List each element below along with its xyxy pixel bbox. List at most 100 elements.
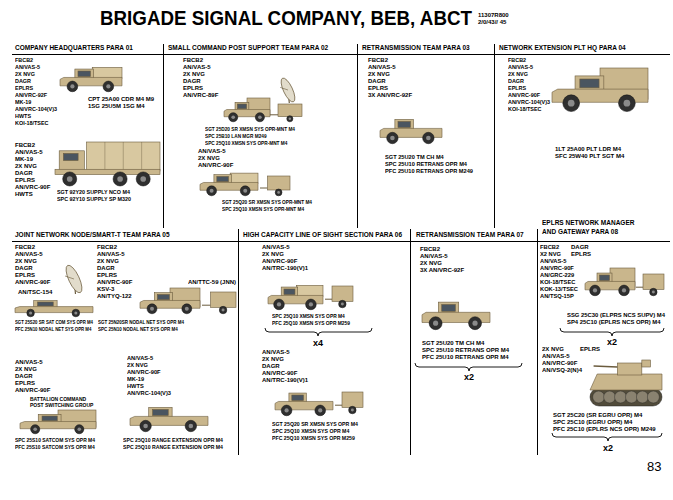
equipment-item: AN/VRC-90F [508,92,540,99]
hmmwv-vehicle [20,410,96,434]
personnel-line: SSG 25C30 (ELPRS NCS SUPV) M4 [567,312,665,319]
equipment-item: EPLRS [15,272,35,279]
equipment-item: KOK-13/TSEC [540,286,578,293]
equipment-item: AN/VRC-90F [262,258,297,265]
document-code: 11307R800 [478,12,509,19]
wheel-hub [258,115,262,119]
equipment-item: EPLRS [508,85,526,92]
tow-bar [260,188,268,189]
equipment-item: 2X NVG [15,366,37,373]
equipment-item: HWTS [127,383,144,390]
hull [590,374,662,390]
wheel [469,317,482,330]
page-title: BRIGADE SIGNAL COMPANY, BEB, ABCT [100,7,472,29]
equipment-item: AN/TRC-190(V)1 [262,377,308,384]
system-callout: BATTALION COMMAND POST SWITCHING GROUP [30,396,96,408]
personnel-line: PFC 25S10 SATCOM SYS OPR M4 [15,444,95,451]
wheel-hub [624,100,631,107]
track [590,388,662,406]
equipment-item: 2X NVG [198,155,220,162]
section-rule [537,229,538,455]
section-heading: COMPANY HEADQUARTERS PARA 01 [15,44,133,53]
tow-bar [270,114,278,115]
personnel-line: SPC 25Q10 XMSN SYS OPR M4 [272,428,349,435]
personnel-line: PFC 25Q10 XMSN SYS OPR M259 [272,320,350,327]
hmmwv-vehicle [130,407,208,431]
equipment-item: AN/VRC-104(V)3 [127,390,171,397]
equipment-item: DAGR [571,244,589,251]
equipment-item: AN/VRC-90F [127,369,161,376]
wheel-hub [351,409,354,412]
wheel [67,81,78,92]
cab-window [157,295,169,300]
personnel-line: SP4 25C10 (EPLRS NCS OPR) M4 [567,319,660,326]
personnel-line: PFC 25N10 NODAL NET SYS OPR M4 [15,326,91,333]
wheel [72,309,80,317]
wheel [240,186,250,196]
wheel [185,420,196,431]
equipment-item: AN/VAS-5 [262,349,290,356]
equipment-item: DAGR [97,265,115,272]
wheel-hub [150,307,154,311]
personnel-line: SPC 25U10 RETRANS OPR M4 [422,347,509,354]
wheel-hub [33,427,37,431]
personnel-line: SPC 25U10 RETRANS OPR M4 [385,161,467,168]
wheel-hub [289,118,291,120]
wheel [315,405,326,416]
equipment-item: 2X NVG [183,71,205,78]
trailer-box [342,392,363,407]
wheel [287,116,293,122]
personnel-line: SGT 25D20 SR XMSN SYS OPR-MNT M4 [205,126,295,133]
tow-bar [335,405,342,406]
equipment-item: AN/VAS-5 [15,149,43,156]
section-rule [163,44,164,228]
page-number: 83 [647,460,661,474]
cab-window [42,416,57,421]
equipment-item: 2X NVG [262,251,284,258]
cab-window [63,153,78,160]
wheel-hub [189,424,194,429]
equipment-item: X2 NVG [540,251,561,258]
equipment-item: FBCB2 [368,57,388,64]
bracket-line [552,433,662,441]
hmmwv-vehicle [140,288,200,314]
personnel-line: SPC 25N10 NODAL NET SYS OPR M4 [98,326,178,333]
equipment-item: EPLRS [15,177,35,184]
equipment-item: AN/VRC-90F [15,387,50,394]
road-wheel [625,391,637,403]
equipment-item: AN/VRC-90F [540,265,574,272]
equipment-item: FBCB2 [183,57,203,64]
equipment-item: AN/VAS-5 [542,353,570,360]
equipment-item: AN/VRC-92F [15,92,47,99]
dish-reflector [63,263,85,295]
road-wheel [636,391,648,403]
hmmwv-vehicle [224,98,270,122]
wheel [619,285,630,296]
equipment-item: EPLRS [571,251,591,258]
wheel [207,186,217,196]
personnel-line: SGT 25U20 TM CH M4 [422,340,484,347]
equipment-item: FBCB2 [97,244,117,251]
hmmwv-vehicle [380,119,442,143]
wheel-hub [70,84,74,88]
personnel-line: SPC 25Q10 XMSN SYS OPR M4 [272,313,345,320]
hmmwv-vehicle [422,302,490,330]
section-heading: SMALL COMMAND POST SUPPORT TEAM PARA 02 [168,44,328,53]
section-rule [238,229,239,455]
cab-window [398,122,410,128]
quantity-bracket [560,328,664,336]
canvas-rib [123,142,124,171]
personnel-line: SGT 25U20 TM CH M4 [385,154,444,161]
wheel [182,304,192,314]
wheel-hub [426,136,431,141]
equipment-item: 2X NVG [368,71,390,78]
equipment-item: AN/VRC-104(V)3 [15,106,57,113]
personnel-line: SPC 25Q10 RANGE EXTENSION OPR M4 [123,444,223,451]
equipment-item: FBCB2 [15,244,35,251]
road-wheel [593,391,605,403]
equipment-item: EPLRS [15,380,35,387]
hmmwv-vehicle [268,285,323,309]
wheel-hub [622,288,626,292]
hmmwv-vehicle [552,68,648,112]
personnel-line: PFC 25Q10 XMSN SYS OPR M259 [272,435,355,442]
